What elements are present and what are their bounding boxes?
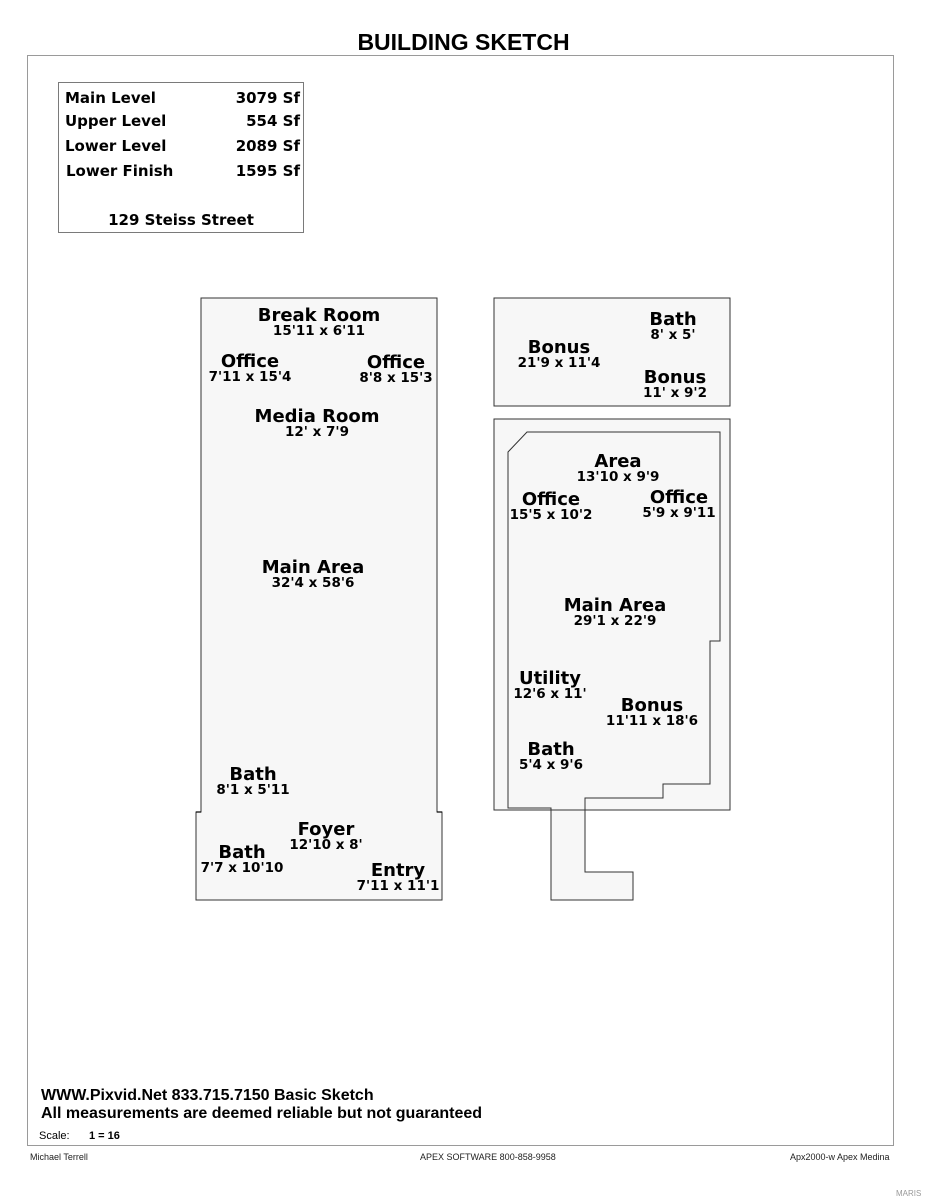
summary-label: Lower Level — [65, 137, 167, 155]
page-title: BUILDING SKETCH — [357, 29, 570, 55]
software-credit: APEX SOFTWARE 800-858-9958 — [420, 1152, 556, 1162]
summary-label: Upper Level — [65, 112, 167, 130]
lower-level-outline — [493, 418, 731, 901]
upper-level-outline — [493, 297, 731, 407]
summary-value: 3079 Sf — [235, 89, 300, 107]
summary-label: Lower Finish — [66, 162, 174, 180]
footer-disclaimer: All measurements are deemed reliable but… — [41, 1105, 483, 1122]
summary-value: 1595 Sf — [235, 162, 300, 180]
author-credit: Michael Terrell — [30, 1152, 88, 1162]
watermark: MARIS — [896, 1189, 922, 1198]
scale-label: Scale: — [39, 1130, 70, 1142]
footer-contact: WWW.Pixvid.Net 833.715.7150 Basic Sketch — [41, 1087, 374, 1104]
summary-label: Main Level — [65, 89, 156, 107]
area-summary-box: Main Level 3079 Sf Upper Level 554 Sf Lo… — [58, 82, 304, 233]
scale-value: 1 = 16 — [89, 1130, 120, 1142]
main-level-outline — [195, 297, 443, 901]
property-address: 129 Steiss Street — [108, 211, 254, 229]
sketch-frame — [27, 55, 894, 1146]
version-credit: Apx2000-w Apex Medina — [790, 1152, 890, 1162]
summary-value: 2089 Sf — [235, 137, 300, 155]
lower-finish-outline — [507, 431, 721, 811]
summary-value: 554 Sf — [246, 112, 300, 130]
